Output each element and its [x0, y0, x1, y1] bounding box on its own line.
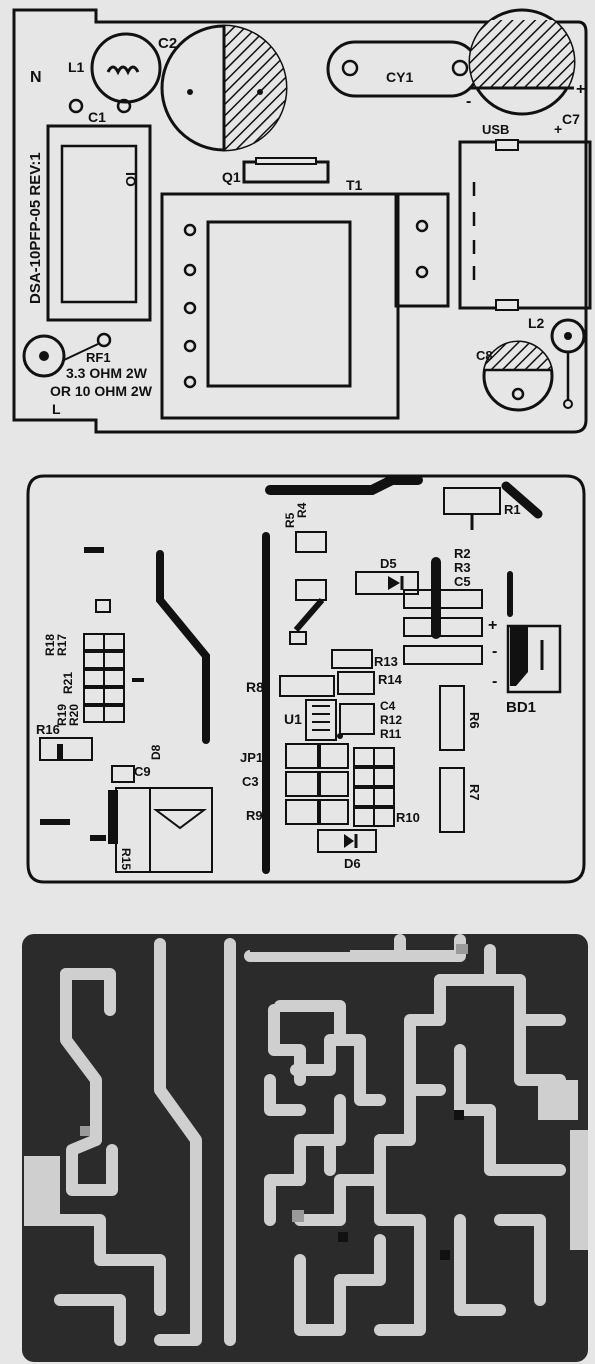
label-bd1-plus: +	[488, 617, 497, 634]
label-r15: R15	[119, 848, 133, 870]
label-r4: R4	[295, 502, 309, 518]
rf1-note-1: 3.3 OHM 2W	[66, 365, 148, 381]
label-r12: R12	[380, 713, 402, 727]
label-jp1: JP1	[240, 750, 263, 765]
label-r6: R6	[467, 712, 482, 729]
label-q1: Q1	[222, 169, 241, 185]
label-c3: C3	[242, 774, 259, 789]
label-c1: C1	[88, 109, 106, 125]
label-c8: C8	[476, 348, 493, 363]
u1-ic	[305, 699, 337, 741]
smd-silkscreen-panel: R4 R5 R1 D5 R2 R3 C5 + - - BD1 R13 R14 R…	[0, 450, 595, 910]
label-bd1: BD1	[506, 699, 536, 716]
label-r13: R13	[374, 654, 398, 669]
label-r21: R21	[61, 672, 75, 694]
label-r2: R2	[454, 546, 471, 561]
label-r18: R18	[43, 634, 57, 656]
label-n: N	[30, 69, 42, 86]
label-usb-plus: +	[554, 121, 562, 137]
label-c7: C7	[562, 111, 580, 127]
label-r14: R14	[378, 672, 403, 687]
usb-connector	[458, 140, 592, 310]
label-r11: R11	[380, 727, 402, 741]
label-cy1: CY1	[386, 69, 413, 85]
label-rf1: RF1	[86, 350, 111, 365]
l1-coil	[90, 32, 162, 104]
c1-pad	[68, 98, 84, 114]
label-r9: R9	[246, 808, 263, 823]
label-c4: C4	[380, 699, 396, 713]
bd1-bridge	[506, 624, 562, 694]
label-c2: C2	[158, 35, 177, 52]
label-d5: D5	[380, 556, 397, 571]
label-r19: R19	[55, 704, 69, 726]
label-r20: R20	[67, 704, 81, 726]
label-r7: R7	[467, 784, 482, 801]
label-d6: D6	[344, 856, 361, 871]
board-outline	[26, 474, 586, 884]
label-r8: R8	[246, 679, 264, 695]
label-l1: L1	[68, 59, 85, 75]
rf1-pad	[22, 334, 66, 378]
copper-layer-panel	[0, 920, 595, 1364]
label-r10: R10	[396, 810, 420, 825]
label-bd1-minus-2: -	[492, 673, 497, 690]
label-u1: U1	[284, 711, 302, 727]
label-r3: R3	[454, 560, 471, 575]
io-component	[46, 124, 152, 322]
label-l2: L2	[528, 315, 545, 331]
label-l: L	[52, 401, 61, 417]
label-r5: R5	[283, 512, 297, 528]
label-c9: C9	[134, 764, 151, 779]
board-id: DSA-10PFP-05 REV:1	[27, 152, 44, 304]
label-r16: R16	[36, 722, 60, 737]
label-c7-plus: +	[576, 81, 585, 98]
top-silkscreen-panel: N L1 C1 C2 CY1 - + C7 USB + IO DS	[0, 0, 595, 440]
label-r1: R1	[504, 502, 521, 517]
label-r17: R17	[55, 634, 69, 656]
rf1-note-2: OR 10 OHM 2W	[50, 383, 153, 399]
copper-traces	[24, 934, 566, 1346]
label-t1: T1	[346, 177, 363, 193]
label-bd1-minus: -	[492, 643, 497, 660]
label-c7-minus: -	[466, 93, 471, 110]
board-outline	[12, 8, 588, 434]
label-d8: D8	[149, 744, 163, 760]
label-io: IO	[123, 172, 139, 187]
label-c5: C5	[454, 574, 471, 589]
c1-pad	[116, 98, 132, 114]
label-usb: USB	[482, 122, 509, 137]
